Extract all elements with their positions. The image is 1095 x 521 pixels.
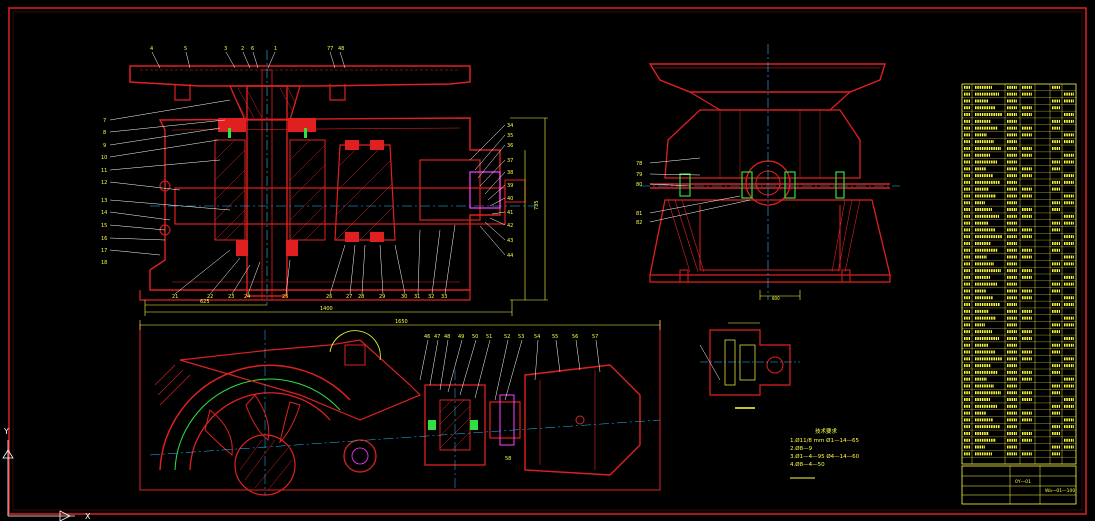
balloon: 36: [507, 143, 513, 149]
left-balloons: 7 8 9 10 11 12 13 14 15 16 17 18: [101, 118, 107, 266]
balloon: 29: [379, 294, 385, 300]
svg-text:625: 625: [200, 299, 210, 305]
balloon: 1: [274, 46, 277, 52]
svg-text:1650: 1650: [395, 319, 408, 325]
balloon: 82: [636, 220, 642, 226]
balloon: 38: [507, 170, 513, 176]
balloon: 18: [101, 260, 107, 266]
bottom-balloons: 21 22 23 24 25 26 27 28 29 30 31 32 33: [172, 294, 447, 300]
balloon: 37: [507, 158, 513, 164]
sheet-border: [8, 7, 1087, 515]
balloon: 26: [326, 294, 332, 300]
technical-requirements: 技术要求 1.Ø11/8 mm Ø1—14—65 2.Ø8—9 3.Ø1—4—9…: [790, 427, 860, 479]
balloon: 49: [458, 334, 464, 340]
balloon: 44: [507, 253, 513, 259]
balloon: 47: [434, 334, 440, 340]
right-balloons: 34 35 36 37 38 39 40 41 42 43 44: [507, 123, 513, 259]
balloon: 57: [592, 334, 598, 340]
balloon: 22: [207, 294, 213, 300]
balloon: 81: [636, 211, 642, 217]
balloon: 79: [636, 172, 642, 178]
balloon: 21: [172, 294, 178, 300]
balloon: 23: [228, 294, 234, 300]
balloon: 3: [224, 46, 227, 52]
balloon: 7: [103, 118, 106, 124]
balloon: 32: [428, 294, 434, 300]
balloon: 78: [636, 161, 642, 167]
balloon: 54: [534, 334, 540, 340]
balloon: 25: [282, 294, 288, 300]
balloon: 42: [507, 223, 513, 229]
side-balloons: 78 79 80 81 82: [636, 161, 642, 226]
drawing-code: Wa—01—100: [1045, 488, 1075, 494]
requirement-line: 4.Ø8—4—50: [790, 461, 825, 468]
front-section-view: 1400 625 735: [109, 50, 548, 316]
svg-text:800: 800: [772, 296, 780, 301]
balloon: 4: [150, 46, 153, 52]
requirements-heading: 技术要求: [815, 427, 838, 435]
balloon: 2: [241, 46, 244, 52]
requirement-line: 3.Ø1—4—95 Ø4—14—60: [790, 453, 860, 460]
balloon: 39: [507, 183, 513, 189]
balloon: 77: [327, 46, 333, 52]
top-balloons: 4 5 3 2 6 1 77 48: [150, 46, 344, 52]
svg-text:735: 735: [534, 200, 540, 210]
balloon: 6: [251, 46, 254, 52]
parts-list-table: [961, 83, 1077, 465]
balloon: 41: [507, 210, 513, 216]
balloon: 27: [346, 294, 352, 300]
svg-text:X: X: [85, 512, 91, 521]
balloon: 9: [103, 143, 106, 149]
balloon: 50: [472, 334, 478, 340]
balloon: 35: [507, 133, 513, 139]
balloon: 5: [184, 46, 187, 52]
title-block: 0Y—01 Wa—01—100: [961, 465, 1077, 505]
svg-text:Y: Y: [3, 427, 9, 436]
balloon: 51: [486, 334, 492, 340]
balloon: 15: [101, 223, 107, 229]
ucs-axis-icon: Y X: [2, 427, 91, 521]
balloon: 53: [518, 334, 524, 340]
sheet-inner-border: [12, 11, 1083, 511]
requirement-line: 1.Ø11/8 mm Ø1—14—65: [790, 437, 859, 444]
balloon: 30: [401, 294, 407, 300]
balloon: 31: [414, 294, 420, 300]
balloon: 48: [338, 46, 344, 52]
balloon: 16: [101, 236, 107, 242]
balloon: 56: [572, 334, 578, 340]
balloon: 28: [358, 294, 364, 300]
balloon: 33: [441, 294, 447, 300]
balloon: 40: [507, 196, 513, 202]
balloon: 11: [101, 168, 107, 174]
detail-view: [699, 322, 800, 409]
side-view: 800: [640, 44, 900, 301]
balloon: 17: [101, 248, 107, 254]
requirement-line: 2.Ø8—9: [790, 445, 813, 452]
balloon: 8: [103, 130, 106, 136]
drawing-number: 0Y—01: [1015, 479, 1031, 485]
balloon: 14: [101, 210, 107, 216]
lower-balloons: 46 47 48 49 50 51 52 53 54 55 56 57 58: [424, 334, 598, 462]
svg-text:1400: 1400: [320, 306, 333, 312]
balloon: 43: [507, 238, 513, 244]
balloon: 48: [444, 334, 450, 340]
balloon: 24: [244, 294, 250, 300]
plan-view: 1650: [139, 319, 661, 496]
balloon: 46: [424, 334, 430, 340]
balloon: 13: [101, 198, 107, 204]
balloon: 52: [504, 334, 510, 340]
balloon: 12: [101, 180, 107, 186]
balloon: 10: [101, 155, 107, 161]
balloon: 55: [552, 334, 558, 340]
balloon: 80: [636, 182, 642, 188]
balloon: 58: [505, 456, 511, 462]
balloon: 34: [507, 123, 513, 129]
